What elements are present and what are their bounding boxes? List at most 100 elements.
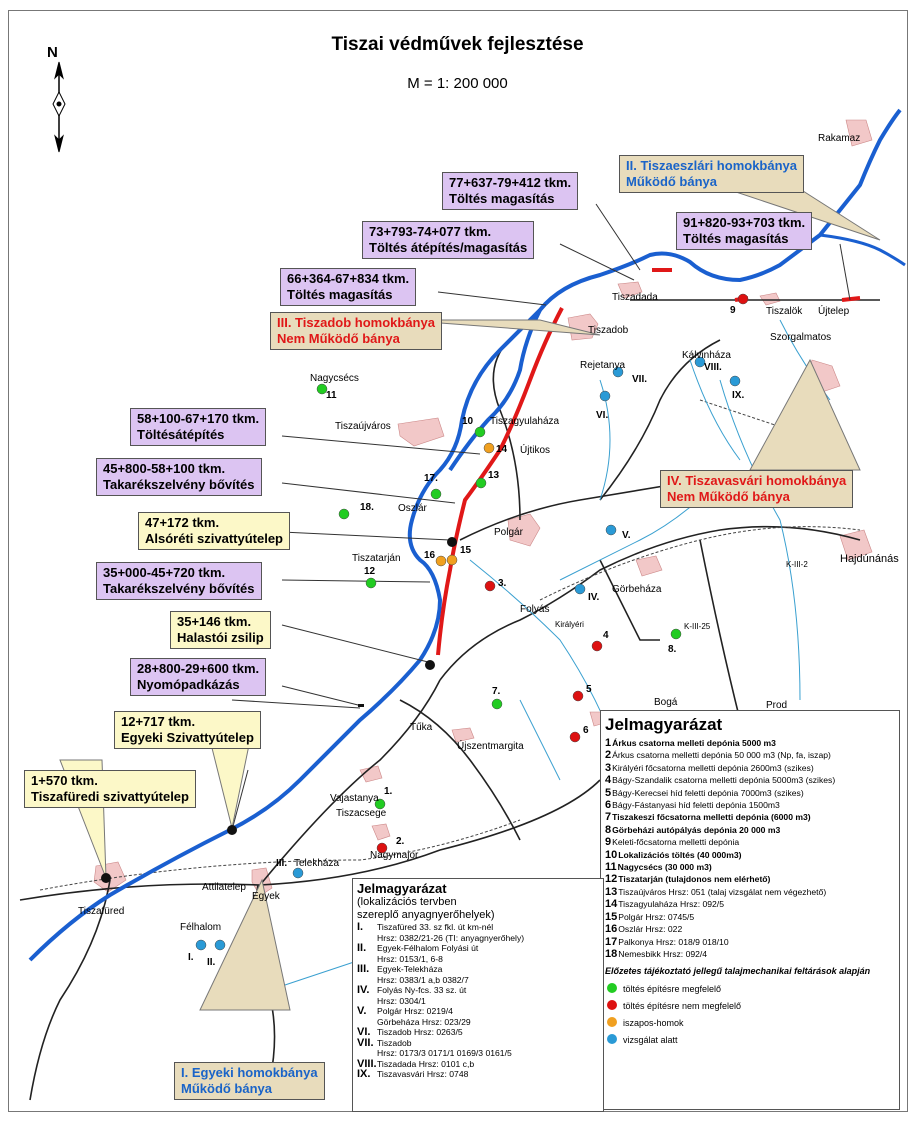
legend-item-text: Tiszaújváros Hrsz: 051 (talaj vizsgálat …	[618, 886, 827, 897]
place-hajdunanas: Hajdúnánás	[840, 553, 899, 565]
legend-item-text: Bágy-Kerecsei híd feletti depónia 7000m3…	[612, 787, 804, 798]
legend-item-text: Nemesbikk Hrsz: 092/4	[618, 948, 708, 959]
legend-item: 17Palkonya Hrsz: 018/9 018/10	[601, 936, 899, 948]
legend-material-sites: Jelmagyarázat 1Árkus csatorna melleti de…	[600, 710, 900, 1110]
point-label-17: 17.	[424, 473, 438, 484]
legend-site-item: VIII.Tiszadada Hrsz: 0101 c,b	[353, 1057, 603, 1070]
legend-item-text: Polgár Hrsz: 0745/5	[618, 911, 695, 922]
callout-77-79-tkm[interactable]: 77+637-79+412 tkm.Töltés magasítás	[442, 172, 579, 210]
legend-item-text: Lokalizációs töltés (40 000m3)	[618, 849, 742, 860]
point-label-5: 5	[586, 684, 592, 695]
callout-28-29-tkm[interactable]: 28+800-29+600 tkm.Nyomópadkázás	[130, 658, 267, 696]
callout-91-93-tkm[interactable]: 91+820-93+703 tkm.Töltés magasítás	[676, 212, 813, 250]
callout-66-67-tkm[interactable]: 66+364-67+834 tkm.Töltés magasítás	[280, 268, 417, 306]
legend-site-text: Tiszavasvári Hrsz: 0748	[377, 1069, 469, 1079]
callout-45-58-tkm[interactable]: 45+800-58+100 tkm.Takarékszelvény bővíté…	[96, 458, 262, 496]
legend-site-item: IX. Tiszavasvári Hrsz: 0748	[353, 1069, 603, 1080]
place-ujtikos: Újtikos	[520, 445, 551, 456]
callout-58-67-tkm[interactable]: 58+100-67+170 tkm.Töltésátépítés	[130, 408, 267, 446]
callout-35-45-tkm[interactable]: 35+000-45+720 tkm.Takarékszelvény bővíté…	[96, 562, 262, 600]
point-15	[446, 554, 458, 566]
legend-item-number: 13	[605, 885, 618, 898]
place-polgar: Polgár	[494, 527, 523, 538]
point-13	[475, 477, 487, 489]
point-11	[316, 383, 328, 395]
place-k3: K-III-25	[684, 622, 711, 631]
legend-site-text: Tiszadada Hrsz: 0101 c,b	[377, 1058, 475, 1069]
callout-35-146-tkm[interactable]: 35+146 tkm.Halastói zsilip	[170, 611, 271, 649]
callout-line: 91+820-93+703 tkm.	[683, 215, 806, 230]
legend-site-text: Egyek-Félhalom Folyási út Hrsz: 0153/1, …	[377, 943, 479, 964]
legend-item-text: Görbeházi autópályás depónia 20 000 m3	[612, 824, 781, 835]
point-16	[435, 555, 447, 567]
place-tiszatarjan: Tiszatarján	[352, 553, 401, 564]
legend-item: 6Bágy-Fástanyasi híd feletti depónia 150…	[601, 799, 899, 811]
site-label-V: V.	[622, 530, 631, 541]
legend-site-key: III.	[357, 963, 370, 975]
point-2	[376, 842, 388, 854]
legend-item: 10Lokalizációs töltés (40 000m3)	[601, 849, 899, 861]
point-5	[572, 690, 584, 702]
legend-subtitle: szereplő anyagnyerőhelyek)	[357, 909, 495, 921]
site-VII	[612, 366, 624, 378]
legend-site-item: V.Polgár Hrsz: 0219/4 Görbeháza Hrsz: 02…	[353, 1006, 603, 1027]
legend-item-text: Tiszakeszi főcsatorna melletti depónia (…	[612, 812, 811, 823]
legend-site-key: IV.	[357, 984, 370, 996]
point-7	[491, 698, 503, 710]
callout-line: II. Tiszaeszlári homokbánya	[626, 158, 797, 173]
place-kiralyer: Királyéri	[555, 620, 584, 629]
callout-line: Takarékszelvény bővítés	[103, 581, 255, 596]
callout-line: Töltés magasítás	[683, 231, 789, 246]
legend-site-text: Tiszafüred 33. sz fkl. út km-nél Hrsz: 0…	[377, 922, 525, 943]
legend-site-key: VIII.	[357, 1057, 377, 1070]
site-label-III: III.	[276, 858, 288, 869]
point-9	[737, 293, 749, 305]
point-17	[430, 488, 442, 500]
legend-site-key: IX.	[357, 1068, 371, 1080]
callout-line: IV. Tiszavasvári homokbánya	[667, 473, 847, 488]
point-label-14: 14	[496, 444, 508, 455]
place-nagymajor: Nagymajor	[370, 850, 419, 861]
map-scale: M = 1: 200 000	[407, 75, 508, 92]
legend-site-item: VII.Tiszadob Hrsz: 0173/3 0171/1 0169/3 …	[353, 1037, 603, 1059]
callout-line: Nem Működő bánya	[277, 331, 400, 346]
legend-symbol-text: töltés építésre nem megfelelő	[623, 1001, 742, 1012]
place-folyas: Folyás	[520, 604, 550, 615]
legend-dot-icon	[607, 983, 617, 994]
place-telekhaza: Telekháza	[294, 858, 340, 869]
place-gorbehaza: Görbeháza	[612, 584, 662, 595]
place-attilatelep: Attilatelep	[202, 882, 246, 893]
legend-item-number: 3	[605, 761, 612, 774]
callout-47-tkm[interactable]: 47+172 tkm.Alsóréti szivattyútelep	[138, 512, 290, 550]
legend-item-number: 6	[605, 799, 612, 812]
river-tisza	[28, 108, 902, 962]
legend-item: 2Árkus csatorna melletti depónia 50 000 …	[601, 749, 899, 761]
callout-line: 35+000-45+720 tkm.	[103, 565, 226, 580]
legend-site-key: V.	[357, 1005, 367, 1017]
legend-item-number: 10	[605, 848, 618, 861]
legend-note: Előzetes tájékoztató jellegű talajmechan…	[605, 966, 871, 977]
callout-line: Tiszafüredi szivattyútelep	[31, 789, 189, 804]
site-III	[292, 867, 304, 879]
callout-73-74-tkm[interactable]: 73+793-74+077 tkm.Töltés átépítés/magasí…	[362, 221, 535, 259]
callout-line: Működő bánya	[181, 1081, 273, 1096]
legend-symbol-text: vizsgálat alatt	[623, 1035, 678, 1046]
callout-line: Működő bánya	[626, 174, 718, 189]
site-IX	[729, 375, 741, 387]
legend-site-text: Tiszadob Hrsz: 0263/5	[377, 1027, 463, 1037]
north-label: N	[47, 44, 58, 61]
point-label-12: 12	[364, 566, 376, 577]
callout-1-570-tkm[interactable]: 1+570 tkm.Tiszafüredi szivattyútelep	[24, 770, 196, 808]
legend-symbol-text: töltés építésre megfelelő	[623, 984, 722, 995]
callout-12-717-tkm[interactable]: 12+717 tkm.Egyeki Szivattyútelep	[114, 711, 261, 749]
legend-item-number: 1	[605, 737, 612, 749]
legend-site-text: Egyek-Telekháza Hrsz: 0383/1 a,b 0382/7	[377, 964, 469, 985]
callout-line: 66+364-67+834 tkm.	[287, 271, 410, 286]
place-ujszentmargita: Újszentmargita	[457, 741, 524, 752]
structure-markers	[101, 537, 457, 883]
